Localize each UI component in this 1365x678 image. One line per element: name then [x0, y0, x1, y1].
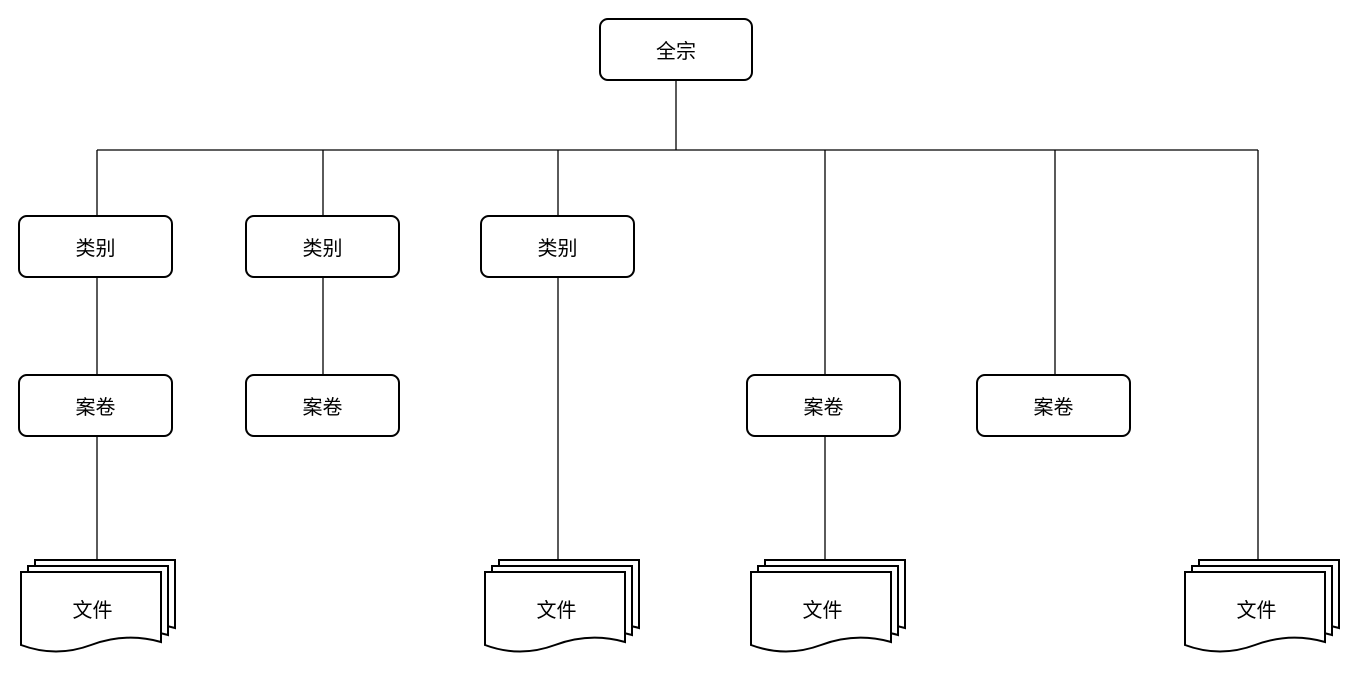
volume-node-label: 案卷 — [803, 395, 844, 419]
file-stack-node: 文件 — [20, 556, 180, 656]
file-stack-label: 文件 — [802, 598, 843, 622]
volume-node-label: 案卷 — [75, 395, 116, 419]
file-stack-label: 文件 — [536, 598, 577, 622]
file-stack-node: 文件 — [750, 556, 910, 656]
category-node-label: 类别 — [302, 236, 343, 260]
file-stack-label: 文件 — [1236, 598, 1277, 622]
root-node: 全宗 — [599, 18, 753, 81]
volume-node-label: 案卷 — [1033, 395, 1074, 419]
document-stack-icon — [484, 559, 640, 653]
volume-node-label: 案卷 — [302, 395, 343, 419]
document-stack-icon — [1184, 559, 1340, 653]
category-node: 类别 — [480, 215, 635, 278]
category-node-label: 类别 — [537, 236, 578, 260]
category-node: 类别 — [245, 215, 400, 278]
volume-node: 案卷 — [18, 374, 173, 437]
root-node-label: 全宗 — [656, 39, 696, 63]
document-stack-icon — [750, 559, 906, 653]
volume-node: 案卷 — [976, 374, 1131, 437]
file-stack-node: 文件 — [1184, 556, 1344, 656]
file-stack-label: 文件 — [72, 598, 113, 622]
volume-node: 案卷 — [746, 374, 901, 437]
category-node-label: 类别 — [75, 236, 116, 260]
file-stack-node: 文件 — [484, 556, 644, 656]
category-node: 类别 — [18, 215, 173, 278]
document-stack-icon — [20, 559, 176, 653]
volume-node: 案卷 — [245, 374, 400, 437]
